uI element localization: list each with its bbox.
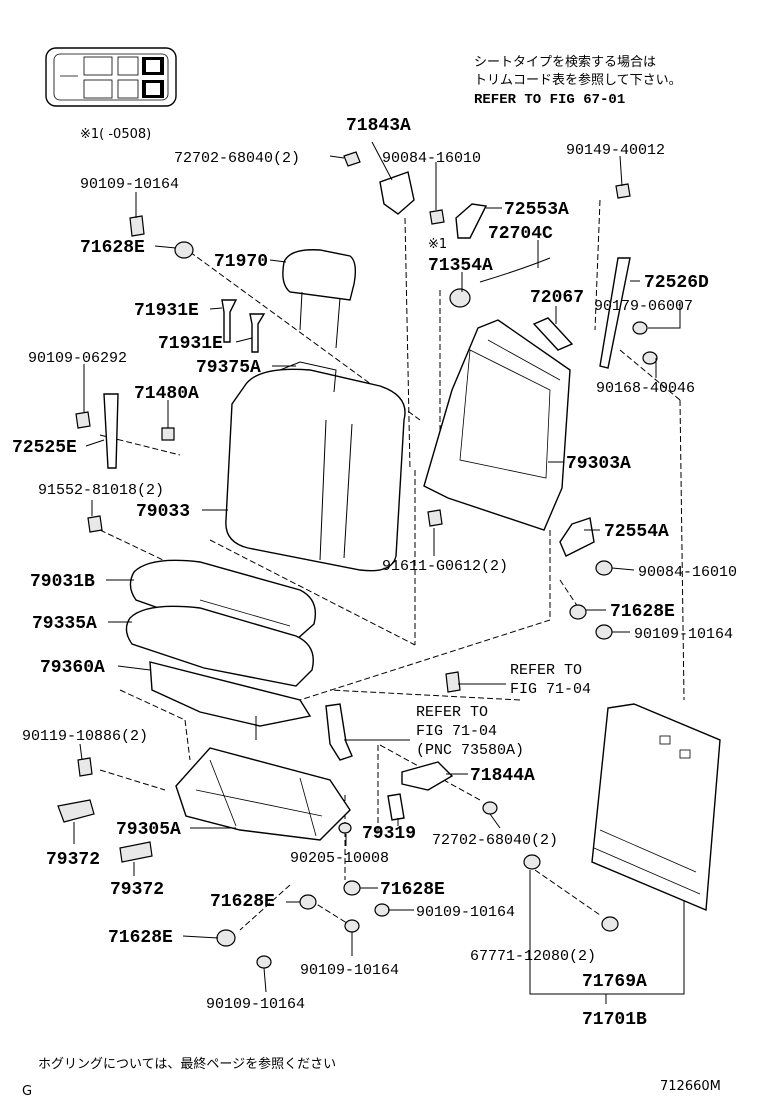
label-79033: 79033 — [136, 502, 190, 522]
assembly-dashed-lines — [99, 199, 685, 931]
label-72526D: 72526D — [644, 273, 709, 293]
footnote-mark-inline: ※1 — [428, 237, 447, 252]
label-90149-40012: 90149-40012 — [566, 142, 665, 159]
label-71843A: 71843A — [346, 116, 411, 136]
label-79360A: 79360A — [40, 658, 105, 678]
label-refer-71-04-b-line2: FIG 71-04 — [416, 723, 497, 740]
label-71701B: 71701B — [582, 1010, 647, 1030]
label-71970: 71970 — [214, 252, 268, 272]
label-91552-81018: 91552-81018(2) — [38, 482, 164, 499]
label-90084-16010-top: 90084-16010 — [382, 150, 481, 167]
part-shapes — [57, 151, 721, 969]
label-72702-68040-top: 72702-68040(2) — [174, 150, 300, 167]
label-71844A: 71844A — [470, 766, 535, 786]
part-labels: 71843A 72702-68040(2) 90084-16010 90149-… — [12, 116, 737, 1030]
label-90119-10886: 90119-10886(2) — [22, 728, 148, 745]
label-79372-a: 79372 — [46, 850, 100, 870]
label-90109-10164-c: 90109-10164 — [416, 904, 515, 921]
note-jp-line1: シートタイプを検索する場合は — [474, 55, 656, 70]
label-79319: 79319 — [362, 824, 416, 844]
label-67771-12080: 67771-12080(2) — [470, 948, 596, 965]
leader-lines — [73, 141, 685, 1004]
label-91611-G0612: 91611-G0612(2) — [382, 558, 508, 575]
label-71628E-e: 71628E — [108, 928, 173, 948]
label-90168-40046: 90168-40046 — [596, 380, 695, 397]
label-refer-71-04-b-line3: (PNC 73580A) — [416, 742, 524, 759]
label-refer-71-04-b-line1: REFER TO — [416, 704, 488, 721]
note-refer-fig: REFER TO FIG 67-01 — [474, 92, 625, 108]
drawing-number: 712660M — [660, 1079, 721, 1094]
label-72702-68040-b: 72702-68040(2) — [432, 832, 558, 849]
label-refer-71-04-a-line2: FIG 71-04 — [510, 681, 591, 698]
seat-layout-thumbnail — [45, 47, 177, 107]
label-79335A: 79335A — [32, 614, 97, 634]
label-90179-06007: 90179-06007 — [594, 298, 693, 315]
label-90109-06292: 90109-06292 — [28, 350, 127, 367]
label-71769A: 71769A — [582, 972, 647, 992]
label-79031B: 79031B — [30, 572, 95, 592]
label-90109-10164-d: 90109-10164 — [300, 962, 399, 979]
corner-letter: G — [22, 1084, 32, 1099]
label-90084-16010-b: 90084-16010 — [638, 564, 737, 581]
label-90109-10164-a: 90109-10164 — [80, 176, 179, 193]
label-72553A: 72553A — [504, 200, 569, 220]
label-refer-71-04-a-line1: REFER TO — [510, 662, 582, 679]
label-71628E-b: 71628E — [610, 602, 675, 622]
label-79305A: 79305A — [116, 820, 181, 840]
footnote-mark: ※1( -0508) — [80, 127, 151, 142]
label-90109-10164-e: 90109-10164 — [206, 996, 305, 1013]
label-72554A: 72554A — [604, 522, 669, 542]
label-72067: 72067 — [530, 288, 584, 308]
label-72704C: 72704C — [488, 224, 553, 244]
label-90109-10164-b: 90109-10164 — [634, 626, 733, 643]
label-90205-10008: 90205-10008 — [290, 850, 389, 867]
label-71628E-d: 71628E — [210, 892, 275, 912]
label-71480A: 71480A — [134, 384, 199, 404]
bottom-note: ホグリングについては、最終ページを参照ください — [38, 1056, 336, 1072]
label-71628E-a: 71628E — [80, 238, 145, 258]
label-72525E: 72525E — [12, 438, 77, 458]
note-jp-line2: トリムコード表を参照して下さい。 — [474, 72, 682, 88]
label-79303A: 79303A — [566, 454, 631, 474]
label-79372-b: 79372 — [110, 880, 164, 900]
label-71354A: 71354A — [428, 256, 493, 276]
label-71931E-b: 71931E — [158, 334, 223, 354]
label-71628E-c: 71628E — [380, 880, 445, 900]
label-79375A: 79375A — [196, 358, 261, 378]
label-71931E-a: 71931E — [134, 301, 199, 321]
